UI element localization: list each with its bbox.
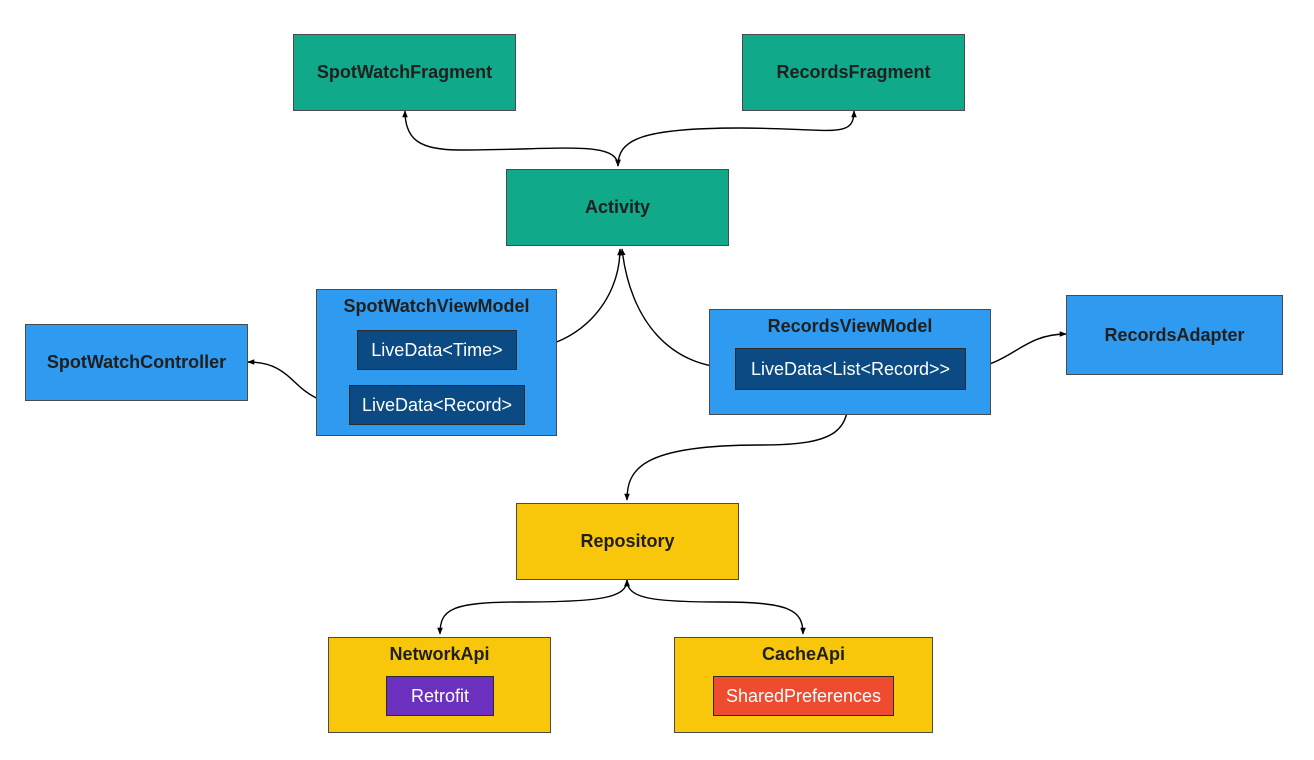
network-api-node: NetworkApi Retrofit bbox=[328, 637, 551, 733]
cache-api-node: CacheApi SharedPreferences bbox=[674, 637, 933, 733]
edge-livedata-list-repository bbox=[624, 388, 852, 501]
network-api-label: NetworkApi bbox=[389, 644, 490, 664]
records-adapter-label: RecordsAdapter bbox=[1104, 324, 1245, 345]
edge-activity-spotwatch-fragment bbox=[402, 110, 621, 167]
spotwatch-controller-label: SpotWatchController bbox=[46, 352, 227, 372]
retrofit-label: Retrofit bbox=[410, 685, 470, 706]
spotwatch-fragment-label: SpotWatchFragment bbox=[316, 62, 493, 82]
spotwatch-viewmodel-label: SpotWatchViewModel bbox=[343, 296, 530, 316]
repository-label: Repository bbox=[580, 531, 675, 551]
livedata-list-label: LiveData<List<Record>> bbox=[750, 358, 951, 379]
cache-api-label: CacheApi bbox=[761, 644, 846, 664]
records-viewmodel-node: RecordsViewModel LiveData<List<Record>> bbox=[709, 309, 991, 415]
livedata-record-box: LiveData<Record> bbox=[349, 385, 525, 425]
livedata-record-label: LiveData<Record> bbox=[361, 394, 513, 415]
activity-node: Activity bbox=[506, 169, 729, 246]
livedata-time-label: LiveData<Time> bbox=[371, 339, 503, 360]
records-adapter-node: RecordsAdapter bbox=[1066, 295, 1283, 375]
edge-repository-network-api bbox=[437, 579, 630, 635]
records-fragment-node: RecordsFragment bbox=[742, 34, 965, 111]
repository-node: Repository bbox=[516, 503, 739, 580]
shared-preferences-box: SharedPreferences bbox=[713, 676, 894, 716]
edge-activity-records-fragment bbox=[615, 110, 857, 167]
spotwatch-controller-node: SpotWatchController bbox=[25, 324, 248, 401]
retrofit-box: Retrofit bbox=[386, 676, 494, 716]
livedata-time-box: LiveData<Time> bbox=[357, 330, 517, 370]
records-fragment-label: RecordsFragment bbox=[776, 62, 931, 82]
activity-label: Activity bbox=[584, 197, 651, 217]
livedata-list-box: LiveData<List<Record>> bbox=[735, 348, 966, 390]
spotwatch-viewmodel-node: SpotWatchViewModel LiveData<Time> LiveDa… bbox=[316, 289, 557, 436]
records-viewmodel-label: RecordsViewModel bbox=[767, 316, 933, 336]
spotwatch-fragment-node: SpotWatchFragment bbox=[293, 34, 516, 111]
edge-repository-cache-api bbox=[624, 579, 806, 635]
shared-preferences-label: SharedPreferences bbox=[725, 685, 882, 706]
